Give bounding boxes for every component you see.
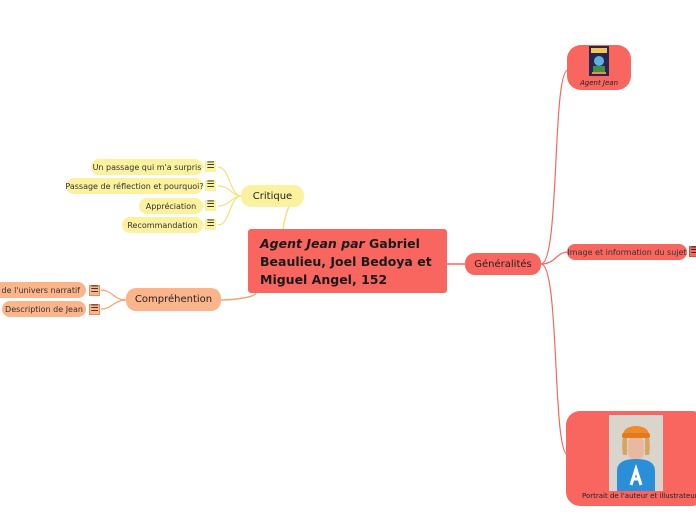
- subtopic-label: Passage de réflection et pourquoi?: [65, 181, 204, 191]
- notes-icon[interactable]: ☰: [205, 219, 216, 230]
- portrait-caption: Portrait de l'auteur et illustrateur: [582, 492, 696, 500]
- comprehension-topic[interactable]: Compréhention: [126, 288, 221, 311]
- generalites-label: Généralités: [474, 258, 532, 270]
- central-title-rest: Gabriel Beaulieu, Joel Bedoya et Miguel …: [260, 236, 432, 287]
- subtopic-recommandation[interactable]: Recommandation: [122, 217, 203, 233]
- author-portrait-image: [609, 415, 663, 491]
- critique-label: Critique: [252, 190, 293, 202]
- subtopic-description-jean[interactable]: Description de Jean: [2, 301, 86, 317]
- notes-icon[interactable]: ☰: [89, 285, 100, 296]
- notes-icon[interactable]: ☰: [205, 161, 216, 172]
- notes-icon[interactable]: ☰: [205, 180, 216, 191]
- subtopic-label: Description de Jean: [5, 304, 83, 314]
- subtopic-label: Résumé de l'univers narratif: [0, 285, 80, 295]
- subtopic-passage-reflection[interactable]: Passage de réflection et pourquoi?: [65, 178, 204, 194]
- subtopic-label: Recommandation: [127, 220, 198, 230]
- subtopic-label: Appréciation: [145, 201, 197, 211]
- subtopic-appreciation[interactable]: Appréciation: [139, 198, 203, 214]
- agent-jean-caption: Agent Jean: [579, 79, 619, 87]
- critique-topic[interactable]: Critique: [241, 185, 304, 207]
- subtopic-label: Un passage qui m'a surpris: [92, 162, 202, 172]
- notes-icon[interactable]: ☰: [689, 246, 696, 257]
- subtopic-portrait-auteur[interactable]: Portrait de l'auteur et illustrateur: [566, 411, 696, 506]
- generalites-topic[interactable]: Généralités: [465, 253, 541, 275]
- notes-icon[interactable]: ☰: [89, 304, 100, 315]
- subtopic-image-information[interactable]: Image et information du sujet: [567, 244, 687, 260]
- subtopic-label: Image et information du sujet: [567, 247, 687, 257]
- notes-icon[interactable]: ☰: [205, 200, 216, 211]
- subtopic-resume-univers[interactable]: Résumé de l'univers narratif: [0, 282, 86, 298]
- book-cover-image: [589, 46, 609, 76]
- comprehension-label: Compréhention: [134, 294, 213, 305]
- central-topic[interactable]: Agent Jean par Gabriel Beaulieu, Joel Be…: [248, 229, 447, 293]
- subtopic-passage-surpris[interactable]: Un passage qui m'a surpris: [91, 159, 203, 175]
- subtopic-agent-jean[interactable]: Agent Jean: [567, 45, 631, 90]
- central-title-italic: Agent Jean par: [260, 236, 365, 251]
